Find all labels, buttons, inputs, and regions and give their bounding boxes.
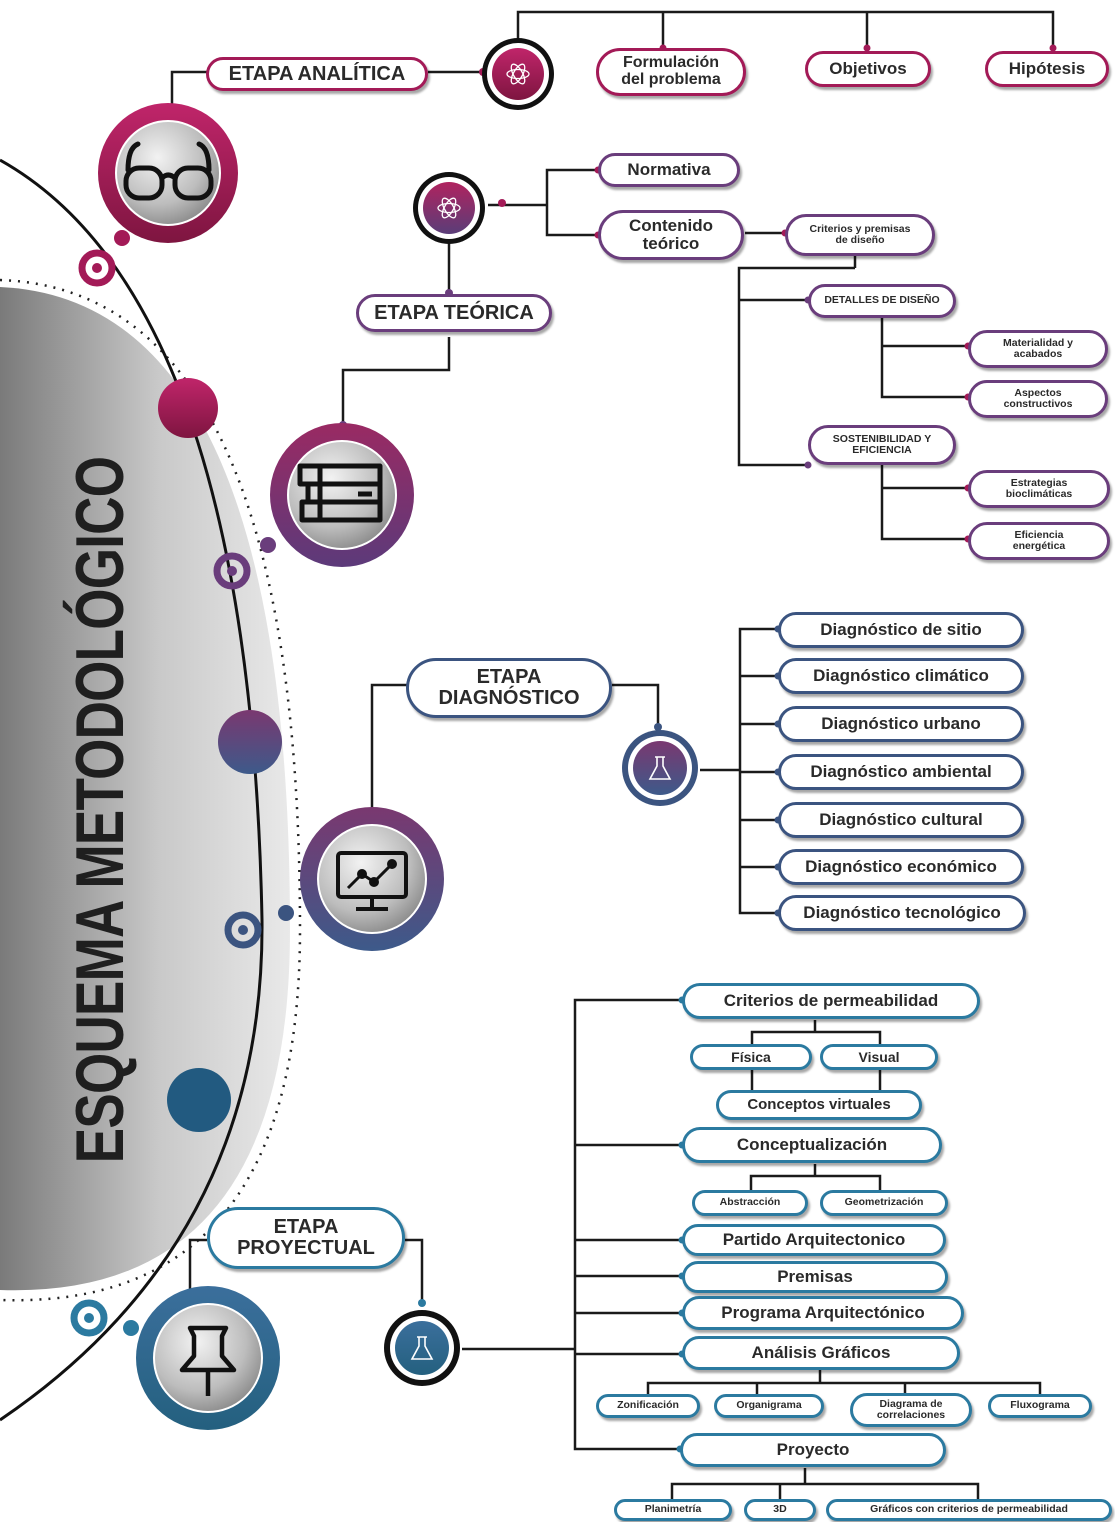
timeline-dot-3 — [167, 1068, 231, 1132]
atom-icon-2 — [413, 172, 485, 244]
node-contenido-teorico: Contenido teórico — [598, 210, 744, 260]
node-diag-ambiental: Diagnóstico ambiental — [778, 754, 1024, 790]
flask-icon-1 — [622, 730, 698, 806]
node-formulacion: Formulación del problema — [596, 48, 746, 96]
node-eficiencia: Eficiencia energética — [968, 522, 1110, 560]
node-diag-tecnologico: Diagnóstico tecnológico — [778, 895, 1026, 931]
node-analisis-graficos: Análisis Gráficos — [682, 1336, 960, 1370]
node-objetivos: Objetivos — [805, 51, 931, 87]
node-conceptos-virtuales: Conceptos virtuales — [716, 1090, 922, 1120]
stage-label-teorica: ETAPA TEÓRICA — [356, 294, 552, 332]
timeline-arc — [0, 158, 264, 1422]
stage-label-proyectual: ETAPA PROYECTUAL — [207, 1207, 405, 1269]
node-normativa: Normativa — [598, 153, 740, 187]
flask-icon-2 — [384, 1310, 460, 1386]
glasses-icon — [123, 141, 214, 201]
title-half-disc — [0, 287, 290, 1291]
node-graficos-permeabilidad: Gráficos con criterios de permeabilidad — [826, 1499, 1112, 1521]
node-programa: Programa Arquitectónico — [682, 1296, 964, 1330]
pin-icon — [179, 1325, 237, 1396]
node-zonificacion: Zonificación — [596, 1394, 700, 1418]
node-premisas: Premisas — [682, 1261, 948, 1293]
ring-markers — [70, 230, 294, 1337]
node-fisica: Física — [690, 1044, 812, 1070]
node-sostenibilidad: SOSTENIBILIDAD Y EFICIENCIA — [808, 425, 956, 465]
node-diag-urbano: Diagnóstico urbano — [778, 706, 1024, 742]
node-diag-sitio: Diagnóstico de sitio — [778, 612, 1024, 648]
node-aspectos: Aspectos constructivos — [968, 380, 1108, 418]
node-planimetria: Planimetría — [614, 1499, 732, 1521]
node-diag-economico: Diagnóstico económico — [778, 849, 1024, 885]
node-visual: Visual — [820, 1044, 938, 1070]
timeline-dot-1 — [158, 378, 218, 438]
node-geometrizacion: Geometrización — [820, 1190, 948, 1216]
node-partido: Partido Arquitectonico — [682, 1224, 946, 1256]
chart-monitor-icon — [336, 851, 408, 911]
node-criterios-permeabilidad: Criterios de permeabilidad — [682, 983, 980, 1019]
node-conceptualizacion: Conceptualización — [682, 1127, 942, 1163]
stage-circle-teorica — [270, 423, 414, 567]
node-3d: 3D — [744, 1499, 816, 1521]
node-proyecto: Proyecto — [680, 1433, 946, 1467]
main-title: ESQUEMA METODOLÓGICO — [62, 456, 138, 1164]
node-estrategias: Estrategias bioclimáticas — [968, 470, 1110, 508]
node-fluxograma: Fluxograma — [988, 1394, 1092, 1418]
stage-circle-proyectual — [136, 1286, 280, 1430]
node-diag-climatico: Diagnóstico climático — [778, 658, 1024, 694]
node-materialidad: Materialidad y acabados — [968, 330, 1108, 368]
atom-icon-1 — [482, 38, 554, 110]
node-abstraccion: Abstracción — [692, 1190, 808, 1216]
node-diag-cultural: Diagnóstico cultural — [778, 802, 1024, 838]
stage-label-analitica: ETAPA ANALÍTICA — [206, 57, 428, 91]
stage-label-diagnostico: ETAPA DIAGNÓSTICO — [406, 658, 612, 718]
node-organigrama: Organigrama — [714, 1394, 824, 1418]
books-icon — [297, 463, 383, 523]
node-detalles-diseno: DETALLES DE DISEÑO — [808, 284, 956, 318]
node-diagrama-correlaciones: Diagrama de correlaciones — [850, 1393, 972, 1427]
timeline-dot-2 — [218, 710, 282, 774]
node-criterios-premisas: Criterios y premisas de diseño — [785, 214, 935, 256]
node-hipotesis: Hipótesis — [985, 51, 1109, 87]
